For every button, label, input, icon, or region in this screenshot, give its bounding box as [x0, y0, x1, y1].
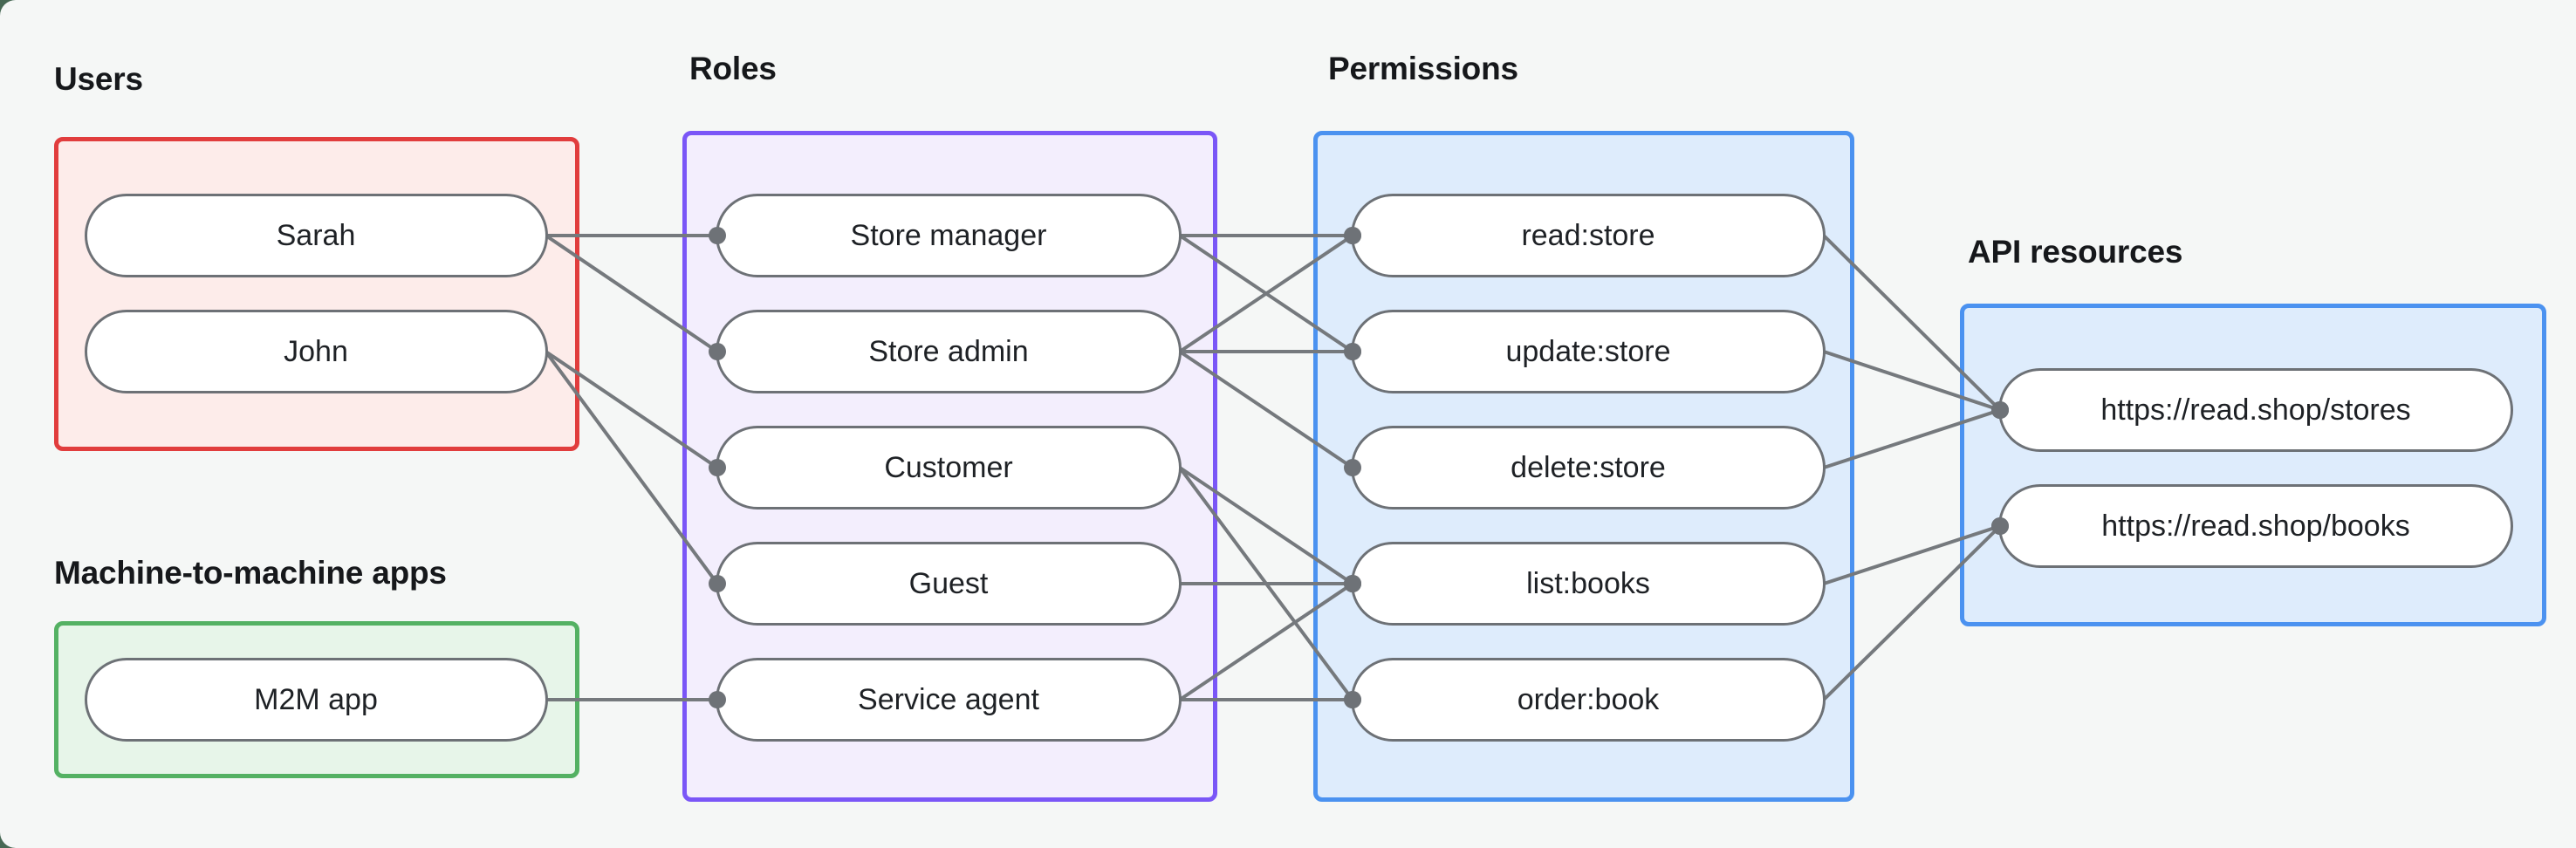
- roles-group-label: Roles: [689, 51, 777, 86]
- users-group-box: [54, 137, 579, 451]
- users-group-label: Users: [54, 61, 143, 97]
- node-m2m_app: M2M app: [84, 658, 548, 742]
- permissions-group-label: Permissions: [1328, 51, 1518, 86]
- node-delete_store: delete:store: [1351, 426, 1826, 509]
- api-group-box: [1960, 304, 2546, 626]
- node-service_agent: Service agent: [716, 658, 1182, 742]
- node-books_api: https://read.shop/books: [1998, 484, 2513, 568]
- m2m-group-label: Machine-to-machine apps: [54, 555, 447, 591]
- node-read_store: read:store: [1351, 194, 1826, 277]
- node-guest: Guest: [716, 542, 1182, 626]
- node-list_books: list:books: [1351, 542, 1826, 626]
- node-customer: Customer: [716, 426, 1182, 509]
- node-store_manager: Store manager: [716, 194, 1182, 277]
- node-store_admin: Store admin: [716, 310, 1182, 393]
- node-update_store: update:store: [1351, 310, 1826, 393]
- node-sarah: Sarah: [84, 194, 548, 277]
- node-stores_api: https://read.shop/stores: [1998, 368, 2513, 452]
- node-order_book: order:book: [1351, 658, 1826, 742]
- node-john: John: [84, 310, 548, 393]
- api-group-label: API resources: [1968, 234, 2183, 270]
